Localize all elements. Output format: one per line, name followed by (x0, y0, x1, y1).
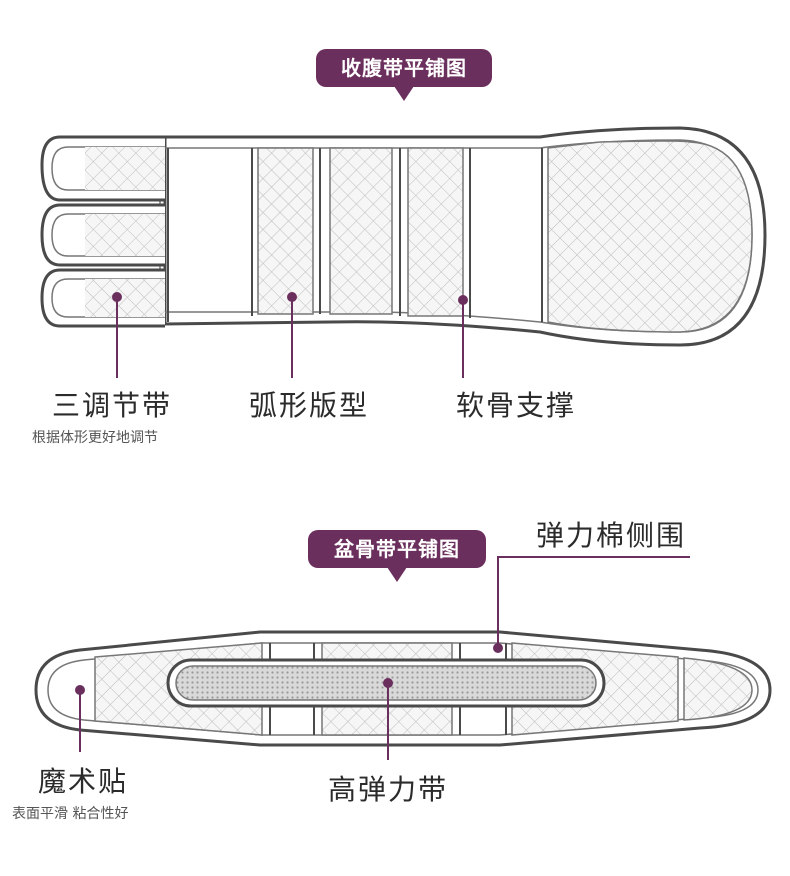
callout-three-straps-desc: 根据体形更好地调节 (32, 430, 158, 446)
adjust-strap-bottom (40, 268, 165, 328)
callout-boning-support: 软骨支撑 (456, 389, 577, 422)
callout-elastic-side: 弹力棉侧围 (536, 519, 687, 552)
callout-curved-shape: 弧形版型 (249, 389, 370, 422)
abdominal-belt (40, 126, 767, 347)
adjust-strap-middle (40, 203, 165, 267)
callout-elastic-band: 高弹力带 (328, 773, 449, 806)
callout-three-straps: 三调节带 (52, 389, 173, 422)
callout-velcro-desc: 表面平滑 粘合性好 (12, 806, 129, 822)
abdominal-belt-badge: 收腹带平铺图 (316, 49, 492, 101)
pelvic-belt-badge: 盆骨带平铺图 (308, 530, 486, 582)
pelvic-belt (34, 630, 772, 747)
section2-leaders (75, 556, 690, 760)
section1-leaders (112, 292, 468, 378)
callout-velcro: 魔术贴 (38, 765, 129, 798)
adjust-strap-top (40, 135, 165, 202)
